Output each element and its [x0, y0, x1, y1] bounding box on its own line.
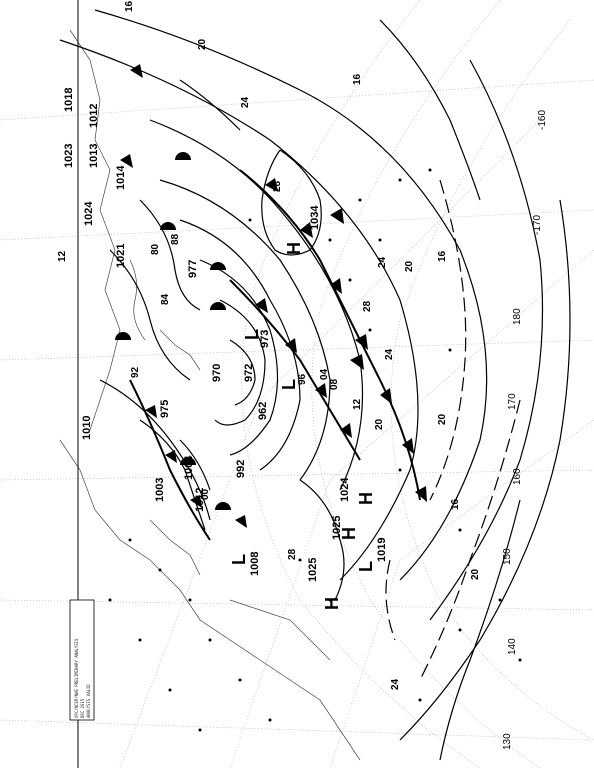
contour-label: 20 — [437, 413, 448, 425]
wind-label: 20 — [470, 568, 481, 580]
contour-label: 16 — [450, 498, 461, 510]
isobar-label: 1003 — [154, 478, 166, 502]
pressure-centers: H H H L H L L L — [229, 242, 376, 610]
contour-label: 88 — [170, 233, 181, 245]
contour-label: 24 — [240, 96, 251, 108]
title-block: OPC/NCEP/NWS PRELIMINARY ANALYSIS DEC 20… — [69, 599, 95, 721]
contour-label: 28 — [272, 180, 283, 192]
wind-labels: 16 20 24 28 20 — [124, 0, 481, 690]
low-pressure-center: L — [279, 379, 299, 390]
contour-label: 12 — [57, 250, 68, 262]
isobar-label: 992 — [235, 460, 247, 478]
contour-label: 84 — [160, 293, 171, 305]
isobar-label: 1034 — [309, 205, 321, 230]
coastlines — [59, 29, 361, 761]
low-pressure-center: L — [356, 561, 376, 572]
isobar-label: 1024 — [339, 477, 351, 502]
isobar-label: 970 — [211, 364, 223, 382]
contour-label: 28 — [362, 300, 373, 312]
contour-label: 20 — [197, 38, 208, 50]
isobar-label: 1012 — [88, 104, 100, 128]
thickness-lines — [385, 179, 521, 681]
isobar-label: 1025 — [331, 516, 343, 540]
high-pressure-center: H — [339, 527, 359, 540]
contour-label: 16 — [437, 250, 448, 262]
contour-labels: 20 24 16 12 28 16 20 24 12 16 20 24 28 0… — [57, 38, 461, 510]
isobar-labels: 1018 1023 1012 1013 1014 1024 1021 1034 … — [63, 88, 388, 582]
isobar-label: 975 — [159, 400, 171, 418]
contour-label: 24 — [384, 348, 395, 360]
isobar-label: 972 — [243, 364, 255, 382]
title-line: OPC/NCEP/NWS PRELIMINARY ANALYSIS — [74, 638, 79, 718]
isobar-label: 1012 — [194, 488, 206, 512]
contour-label: 24 — [377, 256, 388, 268]
lon-label: 170 — [507, 393, 518, 410]
isobar-label: 1004 — [183, 455, 195, 480]
contour-label: 80 — [150, 243, 161, 255]
title-line: DEC 2015 — [80, 698, 85, 718]
wind-label: 24 — [390, 678, 401, 690]
contour-label: 12 — [352, 398, 363, 410]
isobar-label: 1018 — [63, 88, 75, 112]
high-pressure-center: H — [322, 597, 342, 610]
high-pressure-center: H — [356, 492, 376, 505]
low-pressure-center: L — [229, 554, 249, 565]
isobar-label: 1019 — [376, 538, 388, 562]
isobar-label: 1023 — [63, 144, 75, 168]
contour-label: 96 — [297, 373, 308, 385]
contour-label: 04 — [319, 368, 330, 380]
isobar-label: 1008 — [249, 552, 261, 576]
isobar-label: 1024 — [83, 201, 95, 226]
station-plots — [108, 168, 522, 732]
isobar-label: 1013 — [88, 144, 100, 168]
lon-label: 130 — [502, 733, 513, 750]
isobars — [59, 9, 571, 761]
contour-label: 92 — [130, 366, 141, 378]
isobar-label: 1010 — [81, 416, 93, 440]
contour-label: 00 — [200, 488, 211, 500]
isobar-label: 962 — [257, 402, 269, 420]
contour-label: 08 — [329, 378, 340, 390]
isobar-label: 1014 — [115, 165, 127, 190]
low-pressure-center: L — [242, 329, 262, 340]
lon-label: 160 — [512, 468, 523, 485]
warm-front-semicircles — [115, 152, 231, 510]
contour-label: 16 — [352, 73, 363, 85]
lon-label: 180 — [512, 308, 523, 325]
isobar-label: 973 — [259, 330, 271, 348]
wind-label: 28 — [287, 548, 298, 560]
lon-label: -170 — [532, 215, 543, 235]
longitude-labels: -160 -170 180 170 160 150 140 130 — [502, 110, 548, 750]
isobar-label: 977 — [187, 260, 199, 278]
contour-label: 20 — [404, 260, 415, 272]
front-triangles — [120, 64, 427, 528]
wind-label: 20 — [374, 418, 385, 430]
lon-label: 150 — [502, 548, 513, 565]
high-pressure-center: H — [284, 242, 304, 255]
wind-label: 16 — [124, 0, 135, 12]
isobar-label: 1025 — [307, 558, 319, 582]
lon-label: 140 — [507, 638, 518, 655]
title-line: ANALYSIS VALID — [86, 684, 91, 718]
lon-label: -160 — [537, 110, 548, 130]
isobar-label: 1021 — [115, 244, 127, 268]
